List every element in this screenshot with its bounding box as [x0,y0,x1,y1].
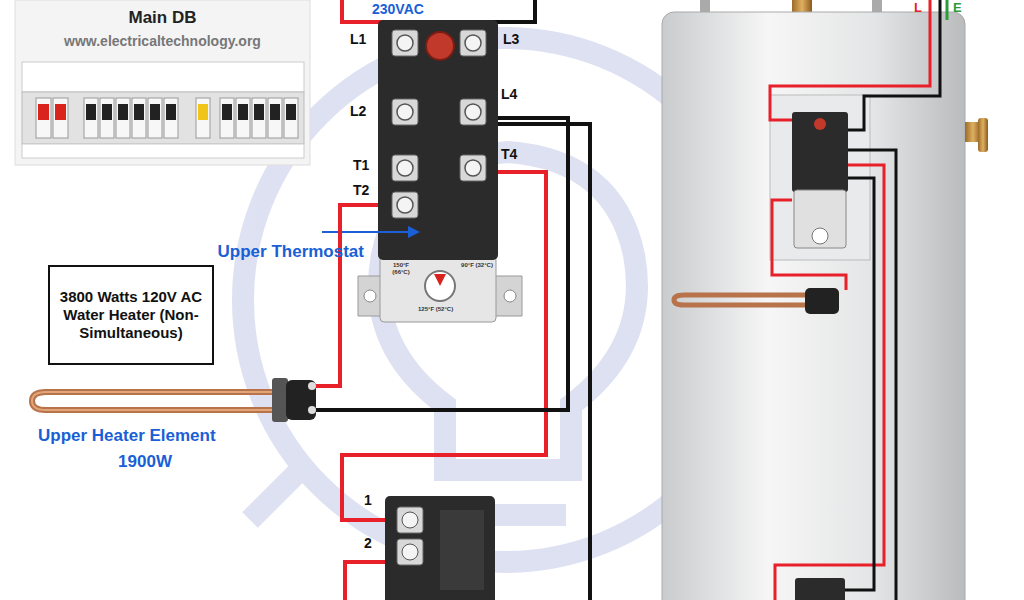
rating-note: 3800 Watts 120V AC Water Heater (Non-Sim… [58,288,204,342]
dial-mark: 125°F (52°C) [418,306,453,313]
component-label: Upper Thermostat [142,242,364,262]
upper-thermostat-art [358,20,522,322]
terminal-label: T4 [501,146,517,163]
panel-title: Main DB [15,8,310,28]
website-url: www.electricaltechnology.org [15,33,310,50]
terminal-label: T2 [353,182,369,199]
component-label: Upper Heater Element [38,426,278,446]
dial-mark: 90°F (32°C) [461,262,493,269]
heater-element: Upper Heater Element 1900W [28,376,324,476]
leader-arrow [322,226,420,238]
terminal-label: L1 [350,31,366,48]
power-rating: 1900W [95,452,195,472]
wire [324,205,378,386]
info-box: 3800 Watts 120V AC Water Heater (Non-Sim… [48,265,214,365]
supply-voltage: 230VAC [372,1,424,18]
wires [314,0,590,600]
line-label: L [914,0,922,16]
terminal-label: L2 [350,103,366,120]
terminal-label: 1 [364,492,372,509]
lower-thermostat-art [385,496,495,600]
terminal-label: L4 [501,86,517,103]
thermostat: Upper Thermostat [378,20,498,260]
terminal-label: 2 [364,535,372,552]
terminal-label: L3 [503,31,519,48]
heater-element-art [32,378,316,422]
earth-label: E [953,0,962,16]
dial-mark: 150°F (66°C) [385,262,417,276]
distribution-board-art [15,0,310,165]
distribution-board: Main DB www.electricaltechnology.org [15,0,310,165]
wire [324,118,568,410]
water-heater-tank [662,0,988,600]
terminal-label: T1 [353,157,369,174]
tank-wires [770,0,947,600]
